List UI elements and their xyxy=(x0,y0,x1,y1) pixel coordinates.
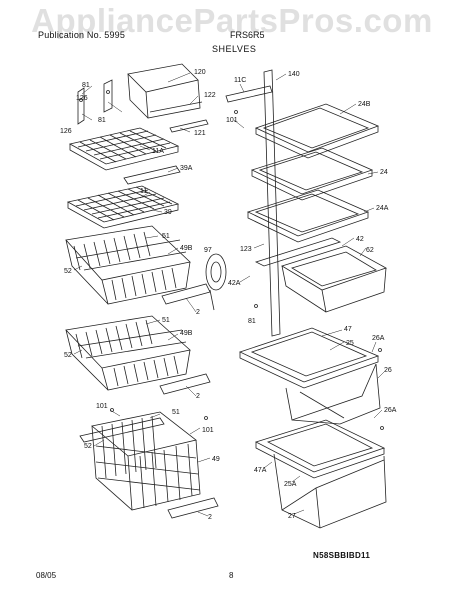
callout: 24B xyxy=(358,101,371,108)
callout: 47A xyxy=(254,467,267,474)
callout: 126 xyxy=(60,128,72,135)
callout: 101 xyxy=(226,117,238,124)
crisper-drawer-upper xyxy=(285,363,381,425)
wire-shelf-11 xyxy=(66,185,180,229)
support-11c xyxy=(225,85,273,103)
callout: 47 xyxy=(344,326,352,333)
callout: 81 xyxy=(98,117,106,124)
crisper-cover-upper xyxy=(238,327,380,389)
callout: 39 xyxy=(164,209,172,216)
callout: 49B xyxy=(180,245,193,252)
bracket-assembly xyxy=(77,79,113,125)
model-label: FRS6R5 xyxy=(230,30,265,40)
callout: 51 xyxy=(162,317,170,324)
callout: 42 xyxy=(356,236,364,243)
callout: 25 xyxy=(346,340,354,347)
crisper-cover-lower xyxy=(254,419,386,479)
wire-basket-lower xyxy=(79,411,201,511)
callout: 26A xyxy=(384,407,397,414)
callout: 121 xyxy=(194,130,206,137)
callout: 2 xyxy=(196,309,200,316)
basket-trim-2b xyxy=(159,373,211,395)
callout: 26A xyxy=(372,335,385,342)
basket-trim-2c xyxy=(167,497,219,519)
callout: 49 xyxy=(212,456,220,463)
side-rail xyxy=(263,69,281,337)
callout: 39A xyxy=(180,165,193,172)
shelf-trim-39a xyxy=(123,165,181,185)
callout: 27 xyxy=(288,513,296,520)
glass-shelf-24 xyxy=(250,147,374,201)
callout: 52 xyxy=(84,443,92,450)
diagram-code: N58SBBIBD11 xyxy=(313,551,371,560)
callout: 51 xyxy=(172,409,180,416)
callout: 52 xyxy=(64,352,72,359)
callout: 42A xyxy=(228,280,241,287)
deli-drawer xyxy=(254,237,387,313)
publication-label: Publication No. 5995 xyxy=(38,30,126,40)
callout: 126 xyxy=(76,95,88,102)
page-number: 8 xyxy=(229,571,234,580)
watermark: AppliancePartsPros.com xyxy=(31,2,433,39)
callout: 24A xyxy=(376,205,389,212)
glass-shelf-24a xyxy=(246,189,370,243)
callout-labels: 120 81 126 81 126 122 121 11A 39A 11 39 … xyxy=(60,69,397,521)
callout: 2 xyxy=(208,514,212,521)
callout: 11 xyxy=(140,188,147,195)
callout: 140 xyxy=(288,71,300,78)
callout: 51 xyxy=(162,233,170,240)
callout: 26 xyxy=(384,367,392,374)
callout: 81 xyxy=(82,82,90,89)
crisper-drawer-lower xyxy=(273,453,387,529)
callout: 62 xyxy=(366,247,374,254)
callout: 123 xyxy=(240,246,252,253)
top-bin xyxy=(127,63,209,133)
callout: 2 xyxy=(196,393,200,400)
callout: 52 xyxy=(64,268,72,275)
callout: 120 xyxy=(194,69,206,76)
callout: 49B xyxy=(180,330,193,337)
section-title: SHELVES xyxy=(212,44,257,54)
page-header: Publication No. 5995 FRS6R5 xyxy=(0,0,464,40)
glass-shelf-24b xyxy=(254,103,380,159)
screws xyxy=(110,110,384,430)
wire-shelf-11a xyxy=(68,127,180,171)
callout: 25A xyxy=(284,481,297,488)
callout: 101 xyxy=(202,427,214,434)
callout: 11C xyxy=(234,77,246,84)
humidity-control xyxy=(205,253,227,311)
callout: 101 xyxy=(96,403,108,410)
callout: 97 xyxy=(204,247,212,254)
callout: 24 xyxy=(380,169,388,176)
callout: 122 xyxy=(204,92,216,99)
callout: 81 xyxy=(248,318,256,325)
wire-basket-middle xyxy=(65,315,191,391)
callout: 11A xyxy=(152,148,164,155)
leader-lines xyxy=(73,72,385,517)
wire-basket-upper xyxy=(65,225,191,305)
footer-date: 08/05 xyxy=(36,571,57,580)
